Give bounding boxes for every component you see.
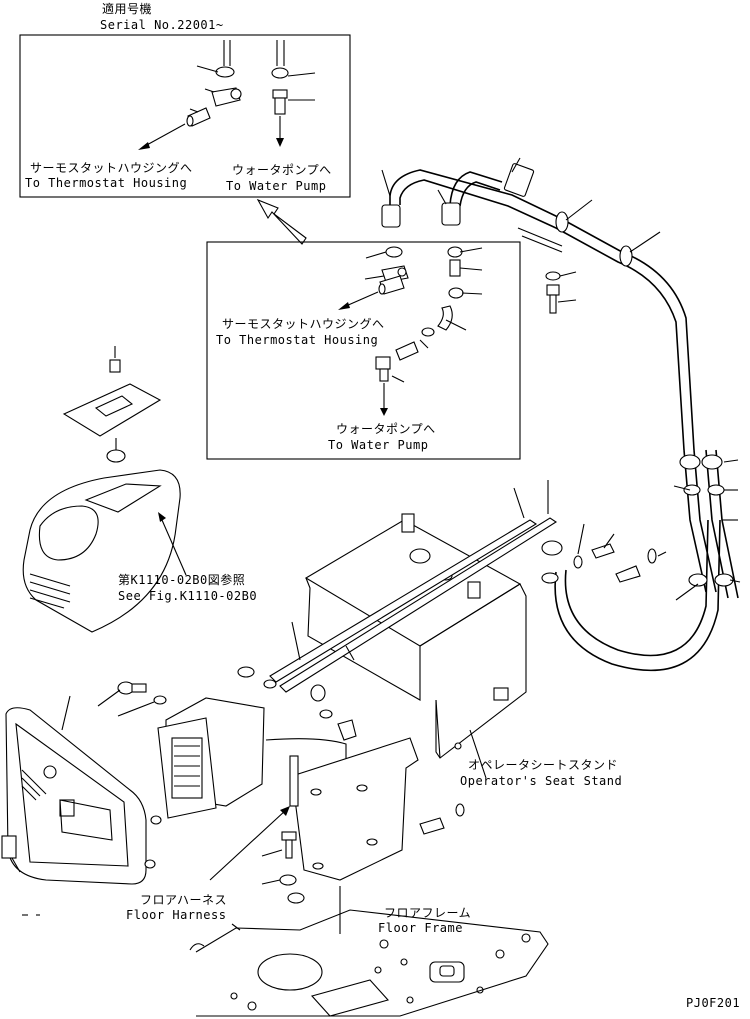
drawing-code: PJ0F201 — [686, 996, 741, 1010]
inset-detail-box — [206, 241, 521, 460]
top-thermo-label-en: To Thermostat Housing — [25, 176, 188, 190]
top-thermo-label-ja: サーモスタットハウジングへ — [30, 161, 193, 175]
mid-thermo-label-en: To Thermostat Housing — [216, 333, 379, 347]
floor-frame — [189, 892, 549, 1017]
top-pump-label-ja: ウォータポンプへ — [232, 163, 332, 177]
seat-stand-label-en: Operator's Seat Stand — [460, 774, 623, 788]
floor-frame-label-en: Floor Frame — [378, 921, 463, 935]
see-fig-label-ja: 第K1110-02B0図参照 — [118, 573, 246, 587]
mid-pump-label-ja: ウォータポンプへ — [336, 422, 436, 436]
top-pump-label-en: To Water Pump — [226, 179, 327, 193]
seat-stand — [237, 480, 667, 779]
pointer-arrow — [256, 198, 307, 245]
inset-serial-box — [19, 34, 351, 198]
floor-harness-label-en: Floor Harness — [126, 908, 227, 922]
floor-harness-label-ja: フロアハーネス — [140, 893, 228, 907]
floor-frame-label-ja: フロアフレーム — [384, 906, 472, 920]
see-fig-label-en: See Fig.K1110-02B0 — [118, 589, 258, 603]
heater-control-parts — [22, 346, 187, 633]
serial-label-en: Serial No.22001~ — [100, 18, 224, 32]
mount-bracket — [209, 737, 465, 934]
seat-stand-label-ja: オペレータシートスタンド — [468, 758, 619, 772]
mid-thermo-label-ja: サーモスタットハウジングへ — [222, 317, 385, 331]
front-cover — [1, 695, 162, 916]
serial-label-ja: 適用号機 — [102, 2, 153, 16]
heater-hose-assembly — [381, 157, 741, 672]
heater-unit — [97, 681, 347, 819]
mid-pump-label-en: To Water Pump — [328, 438, 429, 452]
